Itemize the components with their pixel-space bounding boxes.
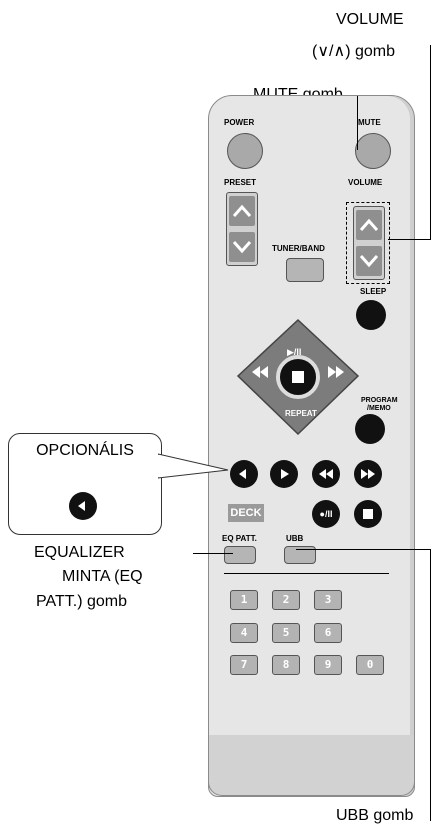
play-left-icon — [239, 469, 246, 479]
chevron-up-icon — [360, 218, 378, 231]
ubb-button[interactable] — [284, 546, 316, 564]
stop-icon — [363, 509, 373, 519]
number-button-0[interactable]: 0 — [356, 655, 384, 675]
preset-label: PRESET — [224, 178, 257, 187]
number-button-3[interactable]: 3 — [314, 590, 342, 610]
eq-patt-button[interactable] — [224, 546, 256, 564]
optional-button-sample — [69, 492, 97, 520]
optional-callout-pointer — [158, 453, 229, 479]
preset-down-button[interactable] — [229, 232, 255, 262]
rewind-button[interactable] — [312, 460, 340, 488]
volume-rocker — [353, 206, 385, 280]
number-button-8[interactable]: 8 — [272, 655, 300, 675]
navigation-pad — [236, 318, 360, 436]
number-button-2[interactable]: 2 — [272, 590, 300, 610]
sleep-button[interactable] — [356, 300, 386, 330]
tuner-band-button[interactable] — [286, 258, 324, 282]
power-button[interactable] — [227, 133, 263, 169]
volume-callout-line2: (∨/∧) gomb — [312, 43, 395, 60]
stop-button[interactable] — [283, 356, 313, 386]
volume-callout-line1: VOLUME — [336, 11, 404, 28]
mute-leader — [357, 96, 358, 150]
number-button-9[interactable]: 9 — [314, 655, 342, 675]
ubb-leader-vertical — [430, 549, 431, 821]
ubb-callout: UBB gomb — [336, 807, 414, 824]
fast-forward-button[interactable] — [354, 460, 382, 488]
mute-label: MUTE — [358, 118, 381, 127]
ubb-leader-horizontal — [296, 549, 430, 550]
mute-button[interactable] — [355, 133, 391, 169]
deck-label: DECK — [228, 504, 264, 522]
chevron-down-icon — [233, 241, 251, 254]
chevron-down-icon — [360, 255, 378, 268]
skip-back-icon[interactable] — [251, 366, 269, 378]
preset-rocker — [226, 192, 258, 266]
volume-leader-horizontal — [388, 239, 431, 240]
number-button-7[interactable]: 7 — [230, 655, 258, 675]
skip-forward-icon[interactable] — [327, 366, 345, 378]
ubb-label: UBB — [286, 534, 304, 543]
play-right-icon — [281, 469, 289, 479]
memo-label: /MEMO — [367, 405, 391, 412]
play-left-icon — [78, 501, 85, 511]
equalizer-callout-line1: EQUALIZER — [34, 544, 125, 561]
deck-stop-button[interactable] — [354, 500, 382, 528]
remote-bottom-grip — [208, 735, 415, 796]
rec-pause-button[interactable]: ●/II — [312, 500, 340, 528]
rewind-icon — [319, 469, 333, 479]
optional-callout-box: OPCIONÁLIS — [8, 433, 162, 535]
preset-up-button[interactable] — [229, 196, 255, 226]
fast-forward-icon — [361, 469, 375, 479]
chevron-up-icon — [233, 204, 251, 217]
sleep-label: SLEEP — [360, 287, 387, 296]
program-memo-button[interactable] — [355, 414, 385, 444]
equalizer-leader — [193, 553, 233, 554]
volume-up-button[interactable] — [356, 210, 382, 240]
tuner-band-label: TUNER/BAND — [272, 244, 325, 253]
volume-leader-vertical — [430, 45, 431, 239]
volume-down-button[interactable] — [356, 246, 382, 276]
volume-dashed-frame — [346, 202, 390, 284]
equalizer-callout-line3: PATT.) gomb — [36, 593, 127, 610]
optional-callout-label: OPCIONÁLIS — [36, 442, 134, 459]
volume-label: VOLUME — [348, 178, 383, 187]
eq-patt-label: EQ PATT. — [222, 534, 257, 543]
number-button-5[interactable]: 5 — [272, 623, 300, 643]
play-button[interactable] — [270, 460, 298, 488]
number-button-1[interactable]: 1 — [230, 590, 258, 610]
rewind-play-button[interactable] — [230, 460, 258, 488]
program-label: PROGRAM — [361, 397, 398, 404]
number-button-6[interactable]: 6 — [314, 623, 342, 643]
number-button-4[interactable]: 4 — [230, 623, 258, 643]
equalizer-callout-line2: MINTA (EQ — [62, 568, 143, 585]
repeat-button[interactable]: REPEAT — [285, 409, 317, 418]
power-label: POWER — [224, 118, 255, 127]
play-pause-button[interactable]: ▶/II — [287, 347, 302, 357]
divider — [224, 573, 389, 574]
